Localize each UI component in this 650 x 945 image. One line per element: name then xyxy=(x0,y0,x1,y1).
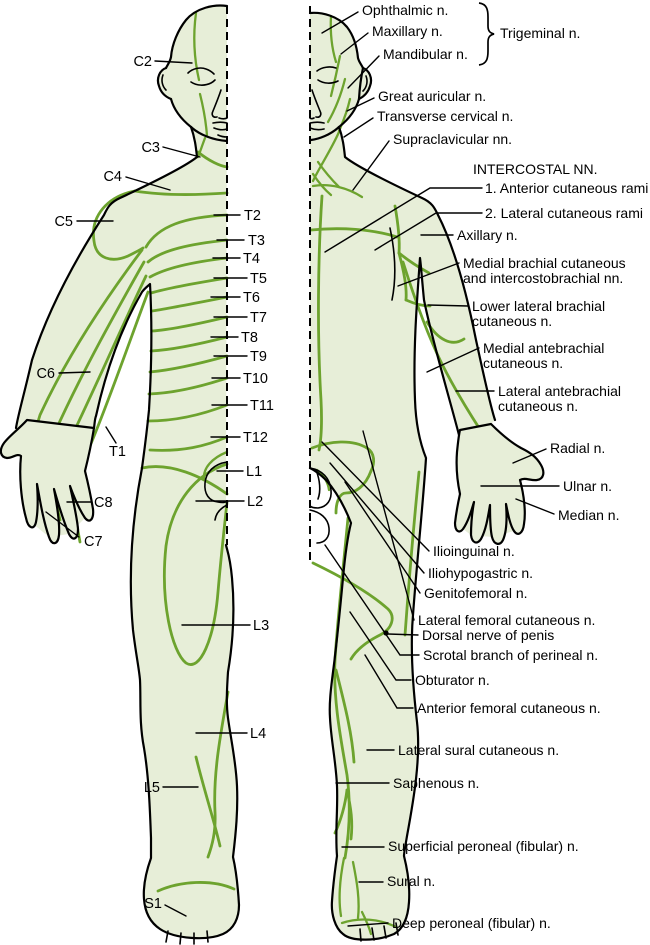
label-sural: Sural n. xyxy=(387,873,435,889)
label-lateral-sural: Lateral sural cutaneous n. xyxy=(398,742,559,758)
left-nose xyxy=(211,89,228,120)
left-hand xyxy=(0,418,96,545)
left-dermatome-lines xyxy=(24,11,236,893)
label-trigeminal: Trigeminal n. xyxy=(500,25,580,41)
label-scrotal-branch: Scrotal branch of perineal n. xyxy=(423,647,598,663)
left-eye xyxy=(190,79,216,86)
figure-right-nerves: Ophthalmic n. Maxillary n. Mandibular n.… xyxy=(308,2,648,942)
label-s1: S1 xyxy=(144,896,162,912)
label-c6: C6 xyxy=(36,366,55,382)
right-face-details xyxy=(309,66,339,131)
label-obturator: Obturator n. xyxy=(415,672,490,688)
label-t9: T9 xyxy=(250,349,267,365)
right-body-outline xyxy=(308,11,545,942)
label-t5: T5 xyxy=(250,271,267,287)
left-eyebrow xyxy=(187,67,215,75)
label-t3: T3 xyxy=(248,233,265,249)
right-mouth xyxy=(309,121,325,131)
label-t7: T7 xyxy=(250,310,267,326)
left-body-outline xyxy=(0,4,241,945)
label-dorsal-penis: Dorsal nerve of penis xyxy=(422,627,554,643)
label-maxillary: Maxillary n. xyxy=(372,23,443,39)
label-anterior-cutaneous-rami: 1. Anterior cutaneous rami xyxy=(485,180,648,196)
label-t8: T8 xyxy=(241,330,258,346)
label-radial: Radial n. xyxy=(550,440,605,456)
left-labels: C2 C3 C4 C5 C6 T1 C8 C7 T2 T3 T4 T5 T6 T… xyxy=(36,54,273,912)
label-superficial-peroneal: Superficial peroneal (fibular) n. xyxy=(388,838,579,854)
label-t11: T11 xyxy=(250,398,274,414)
label-t12: T12 xyxy=(243,430,268,446)
label-lateral-antebrachial-2: cutaneous n. xyxy=(498,398,578,414)
label-c4: C4 xyxy=(103,169,122,185)
label-l5: L5 xyxy=(144,780,160,796)
right-eyebrow xyxy=(316,66,337,72)
label-lower-lateral-brachial-1: Lower lateral brachial xyxy=(472,298,605,314)
label-t6: T6 xyxy=(243,290,260,306)
label-ulnar: Ulnar n. xyxy=(563,478,612,494)
label-medial-brachial-2: and intercostobrachial nn. xyxy=(463,270,623,286)
label-t1: T1 xyxy=(109,444,126,460)
trigeminal-brace xyxy=(478,2,495,66)
left-body-fill xyxy=(4,5,239,939)
left-face-details xyxy=(187,67,228,138)
label-deep-peroneal: Deep peroneal (fibular) n. xyxy=(392,915,551,931)
right-eye xyxy=(317,79,339,84)
label-c7: C7 xyxy=(84,534,103,550)
label-anterior-femoral: Anterior femoral cutaneous n. xyxy=(417,700,601,716)
label-t2: T2 xyxy=(244,208,261,224)
label-c3: C3 xyxy=(141,140,160,156)
label-supraclavicular: Supraclavicular nn. xyxy=(393,131,512,147)
right-hand xyxy=(453,422,545,545)
label-ophthalmic: Ophthalmic n. xyxy=(362,2,448,18)
label-great-auricular: Great auricular n. xyxy=(378,88,486,104)
label-t4: T4 xyxy=(243,251,260,267)
left-leader-lines xyxy=(45,60,251,917)
right-body-fill xyxy=(310,12,544,940)
figure-left-dermatomes: C2 C3 C4 C5 C6 T1 C8 C7 T2 T3 T4 T5 T6 T… xyxy=(0,4,274,945)
label-mandibular: Mandibular n. xyxy=(383,46,468,62)
label-iliohypogastric: Iliohypogastric n. xyxy=(428,565,533,581)
label-medial-brachial-1: Medial brachial cutaneous xyxy=(463,255,626,271)
label-lateral-cutaneous-rami: 2. Lateral cutaneous rami xyxy=(485,205,643,221)
right-labels: Ophthalmic n. Maxillary n. Mandibular n.… xyxy=(362,2,648,931)
label-saphenous: Saphenous n. xyxy=(393,775,479,791)
label-l4: L4 xyxy=(250,726,266,742)
label-l3: L3 xyxy=(253,618,269,634)
label-c5: C5 xyxy=(54,214,73,230)
label-l2: L2 xyxy=(247,494,263,510)
label-c2: C2 xyxy=(133,54,152,70)
label-lower-lateral-brachial-2: cutaneous n. xyxy=(472,313,552,329)
label-transverse-cervical: Transverse cervical n. xyxy=(377,108,513,124)
label-c8: C8 xyxy=(94,495,113,511)
label-ilioinguinal: Ilioinguinal n. xyxy=(433,543,515,559)
label-medial-antebrachial-2: cutaneous n. xyxy=(483,355,563,371)
right-nose xyxy=(309,89,322,120)
label-lateral-femoral: Lateral femoral cutaneous n. xyxy=(418,612,595,628)
label-median: Median n. xyxy=(558,507,619,523)
label-t10: T10 xyxy=(243,371,268,387)
label-l1: L1 xyxy=(246,464,262,480)
label-medial-antebrachial-1: Medial antebrachial xyxy=(483,340,604,356)
label-axillary: Axillary n. xyxy=(457,227,518,243)
label-intercostal-heading: INTERCOSTAL NN. xyxy=(473,161,597,177)
label-genitofemoral: Genitofemoral n. xyxy=(424,585,528,601)
label-lateral-antebrachial-1: Lateral antebrachial xyxy=(498,383,621,399)
right-leader-lines xyxy=(321,11,560,927)
